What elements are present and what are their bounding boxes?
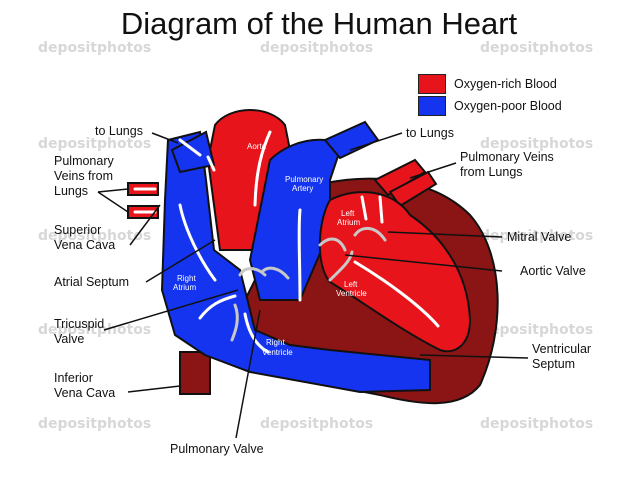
- label-inferior-vena-cava: Vena Cava: [54, 386, 115, 400]
- label-pulmonary-veins-left: Veins from: [54, 169, 113, 183]
- label-to-lungs-right: to Lungs: [406, 126, 454, 140]
- inner-label-right-atrium: Atrium: [173, 283, 196, 292]
- watermark: depositphotos: [480, 228, 593, 244]
- right-heart: [160, 130, 431, 394]
- watermark: depositphotos: [480, 136, 593, 152]
- label-ventricular-septum: Septum: [532, 357, 575, 371]
- leader-lines: [97, 132, 529, 439]
- watermark: depositphotos: [480, 40, 593, 56]
- watermark: depositphotos: [38, 228, 151, 244]
- inner-label-left-ventricle: Left: [344, 280, 358, 289]
- label-pulmonary-valve: Pulmonary Valve: [170, 442, 264, 456]
- label-inferior-vena-cava: Inferior: [54, 371, 93, 385]
- label-tricuspid-valve: Valve: [54, 332, 84, 346]
- watermark: depositphotos: [260, 416, 373, 432]
- label-atrial-septum: Atrial Septum: [54, 275, 129, 289]
- watermark: depositphotos: [480, 416, 593, 432]
- legend-swatch-red: [418, 74, 446, 94]
- label-superior-vena-cava: Superior: [54, 223, 101, 237]
- inferior-vena-cava: [179, 351, 211, 395]
- legend: Oxygen-rich Blood Oxygen-poor Blood: [418, 73, 562, 117]
- inner-label-left-atrium: Left: [341, 209, 355, 218]
- legend-item-oxygen-rich: Oxygen-rich Blood: [418, 73, 562, 95]
- label-mitral-valve: Mitral Valve: [507, 230, 571, 244]
- inner-label-right-atrium: Right: [177, 274, 196, 283]
- watermark: depositphotos: [38, 136, 151, 152]
- watermark: depositphotos: [480, 322, 593, 338]
- label-pulmonary-veins-right: Pulmonary Veins: [460, 150, 554, 164]
- inner-label-left-ventricle: Ventricle: [336, 289, 367, 298]
- watermark: depositphotos: [38, 40, 151, 56]
- label-superior-vena-cava: Vena Cava: [54, 238, 115, 252]
- legend-label: Oxygen-poor Blood: [454, 99, 562, 113]
- inner-label-right-ventricle: Right: [266, 338, 285, 347]
- legend-item-oxygen-poor: Oxygen-poor Blood: [418, 95, 562, 117]
- inner-label-aorta: Aorta: [247, 142, 267, 151]
- flow-arrows: [133, 130, 440, 354]
- inner-label-pulmonary-artery: Pulmonary: [285, 175, 323, 184]
- label-ventricular-septum: Ventricular: [532, 342, 591, 356]
- label-to-lungs-left: to Lungs: [95, 124, 143, 138]
- label-tricuspid-valve: Tricuspid: [54, 317, 104, 331]
- watermark: depositphotos: [260, 40, 373, 56]
- inner-label-right-ventricle: Ventricle: [262, 348, 293, 357]
- legend-swatch-blue: [418, 96, 446, 116]
- valves: [230, 226, 387, 342]
- watermark: depositphotos: [38, 322, 151, 338]
- label-pulmonary-veins-right: from Lungs: [460, 165, 523, 179]
- diagram-title: Diagram of the Human Heart: [120, 6, 518, 41]
- legend-label: Oxygen-rich Blood: [454, 77, 557, 91]
- pulmonary-artery-branch-right: [323, 120, 380, 160]
- pulmonary-artery-branch-left: [170, 130, 216, 174]
- watermark: depositphotos: [38, 416, 151, 432]
- label-pulmonary-veins-left: Pulmonary: [54, 154, 114, 168]
- label-aortic-valve: Aortic Valve: [520, 264, 586, 278]
- inner-label-left-atrium: Atrium: [337, 218, 360, 227]
- pulmonary-veins-right: [373, 158, 438, 208]
- label-pulmonary-veins-left: Lungs: [54, 184, 88, 198]
- inner-label-pulmonary-artery: Artery: [292, 184, 313, 193]
